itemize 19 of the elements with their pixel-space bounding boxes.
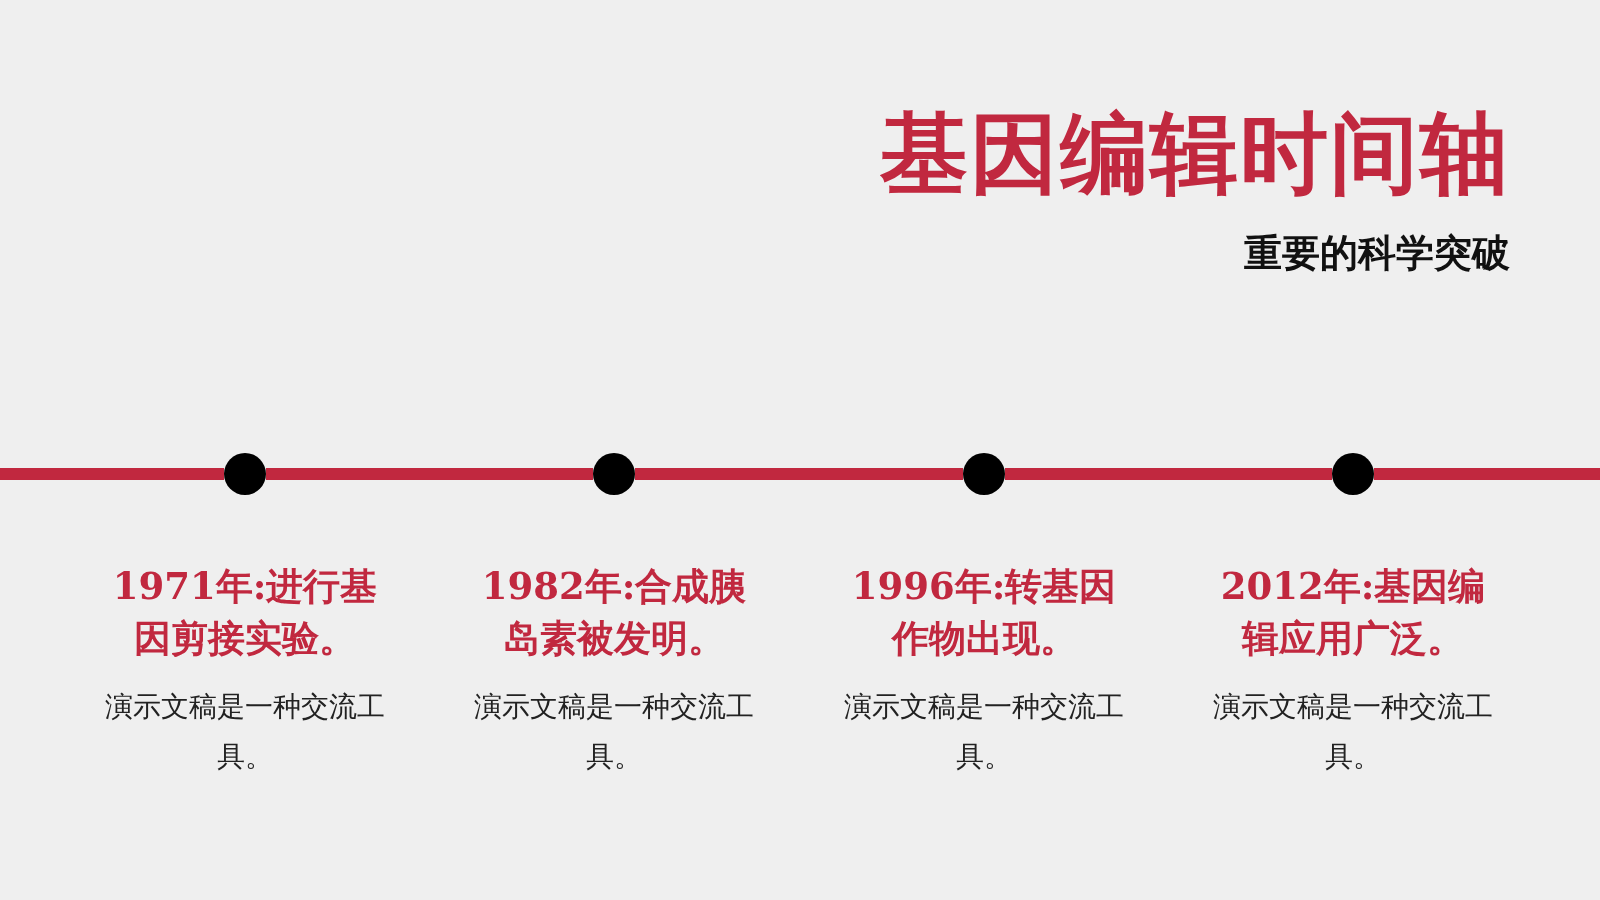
timeline-line <box>0 468 224 480</box>
milestone-heading: 1971年:进行基因剪接实验。 <box>111 563 379 662</box>
timeline-line <box>266 468 593 480</box>
milestone-description: 演示文稿是一种交流工具。 <box>843 689 1125 775</box>
milestone-description: 演示文稿是一种交流工具。 <box>104 689 386 775</box>
timeline-dot <box>593 453 635 495</box>
timeline-line <box>1374 468 1600 480</box>
milestone-heading: 1996年:转基因作物出现。 <box>850 563 1118 662</box>
timeline-dot <box>224 453 266 495</box>
timeline-dot <box>1332 453 1374 495</box>
timeline-line <box>635 468 963 480</box>
milestone-heading: 1982年:合成胰岛素被发明。 <box>480 563 748 662</box>
milestone-description: 演示文稿是一种交流工具。 <box>473 689 755 775</box>
title: 基因编辑时间轴 <box>880 100 1510 207</box>
milestone-description: 演示文稿是一种交流工具。 <box>1212 689 1494 775</box>
milestone-heading: 2012年:基因编辑应用广泛。 <box>1219 563 1487 662</box>
timeline-line <box>1005 468 1332 480</box>
subtitle: 重要的科学突破 <box>1244 229 1510 277</box>
timeline-dot <box>963 453 1005 495</box>
